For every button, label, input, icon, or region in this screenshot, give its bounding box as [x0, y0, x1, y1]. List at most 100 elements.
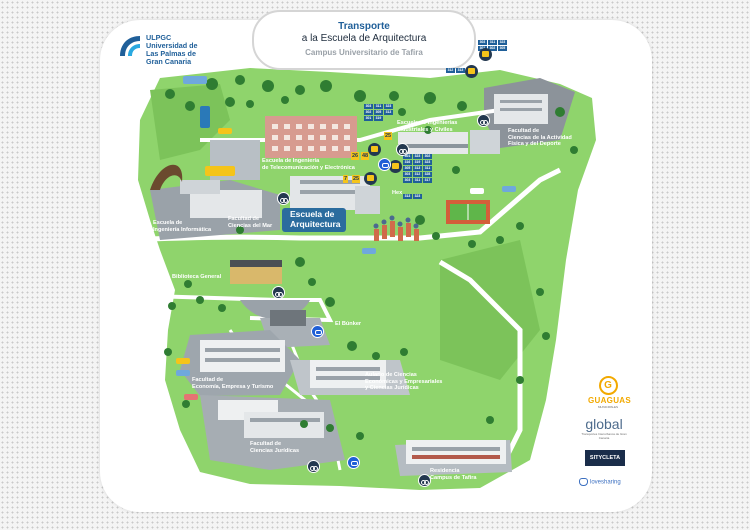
bike-station-icon[interactable] — [277, 192, 290, 205]
map-title: Transporte — [338, 21, 390, 32]
arquitectura-highlight — [282, 208, 346, 232]
bus-lines-center-bottom: 313 323 — [403, 194, 422, 199]
label-line: Ciencias Jurídicas — [250, 447, 300, 454]
guaguas-logo: G GUAGUAS MUNICIPALES — [588, 376, 631, 409]
guaguas-name: GUAGUAS — [588, 396, 631, 405]
label-line: Facultad de — [228, 216, 260, 222]
bus-line-badge-26: 26 — [351, 152, 360, 160]
bus-stop-icon[interactable] — [368, 143, 381, 156]
label-line: Ingeniería Informática — [153, 226, 212, 233]
bus-line-badge-25: 25 — [384, 132, 393, 140]
label-line: Facultad de — [250, 441, 282, 447]
bus-line-badge-48: 48 — [361, 152, 370, 160]
label-line: Facultad de — [192, 377, 224, 383]
bus-line-tag: 319 — [374, 116, 383, 121]
global-sub: Transportes Interurbanos de Gran Canaria — [581, 432, 627, 440]
label-line: Arquitectura — [290, 218, 341, 229]
bike-station-icon[interactable] — [418, 474, 431, 487]
bike-station-icon[interactable] — [477, 114, 490, 127]
bus-line-tag: 323 — [423, 160, 432, 165]
map-title-box: Transporte a la Escuela de Arquitectura … — [252, 10, 476, 70]
bus-line-tag: 303 — [478, 40, 487, 45]
label-ingenieria-informatica[interactable]: Escuela de Ingeniería Informática — [153, 220, 211, 233]
bus-line-tag: 301 — [403, 154, 412, 159]
label-line: Campus de Tafira — [430, 474, 477, 481]
guaguas-sub: MUNICIPALES — [597, 405, 619, 409]
bus-stop-icon[interactable] — [389, 160, 402, 173]
map-subtitle: Campus Universitario de Tafira — [305, 48, 423, 57]
bus-line-tag: 305 — [374, 110, 383, 115]
ulpgc-logo: ULPGC Universidad de Las Palmas de Gran … — [118, 34, 198, 66]
label-ciencias-mar[interactable]: Facultad de Ciencias del Mar — [228, 216, 272, 229]
bus-line-tag: 311 — [374, 104, 383, 109]
bus-line-tag: 328 — [423, 172, 432, 177]
lovesharing-logo: lovesharing — [579, 478, 621, 486]
bus-stop-icon[interactable] — [364, 172, 377, 185]
bus-line-tag: 311 — [423, 166, 432, 171]
bus-line-tag: 312 — [413, 172, 422, 177]
moto-sharing-icon[interactable] — [347, 456, 360, 469]
bus-line-tag: 303 — [403, 172, 412, 177]
lovesharing-heart-icon — [579, 478, 588, 486]
bus-line-tag: 317 — [423, 178, 432, 183]
label-escuela-arquitectura[interactable]: Escuela de Arquitectura — [290, 209, 341, 229]
label-telecomunicacion[interactable]: Escuela de Ingeniería de Telecomunicació… — [262, 158, 355, 171]
moto-sharing-icon[interactable] — [311, 325, 324, 338]
ulpgc-emblem-icon — [120, 36, 140, 56]
ulpgc-name-line2: Las Palmas de — [146, 49, 196, 58]
bike-station-icon[interactable] — [396, 143, 409, 156]
label-facultad-economia[interactable]: Facultad de Economía, Empresa y Turismo — [192, 377, 273, 390]
global-name: global — [585, 416, 623, 432]
label-residencia[interactable]: Residencia Campus de Tafira — [430, 468, 477, 481]
ulpgc-name: ULPGC Universidad de Las Palmas de Gran … — [146, 34, 198, 66]
bus-line-tag: 313 — [456, 68, 465, 73]
bus-line-tag: 312 — [446, 68, 455, 73]
bus-line-tag: 302 — [423, 154, 432, 159]
bus-line-tag: 316 — [403, 160, 412, 165]
bus-stop-icon[interactable] — [479, 48, 492, 61]
label-line: Economía, Empresa y Turismo — [192, 383, 274, 390]
bus-stop-icon[interactable] — [465, 65, 478, 78]
bus-line-tag: 311 — [413, 178, 422, 183]
sitycleta-logo: SITYCLETA — [585, 450, 625, 466]
bus-line-tag: 323 — [498, 40, 507, 45]
bus-line-tag: 323 — [413, 194, 422, 199]
label-biblioteca-general[interactable]: Biblioteca General — [172, 274, 222, 280]
guaguas-g-icon: G — [598, 376, 618, 395]
bus-line-badge-7: 7 — [343, 175, 349, 183]
label-line: Ciencias del Mar — [228, 222, 273, 229]
bike-station-icon[interactable] — [307, 460, 320, 473]
bus-line-tag: 305 — [403, 166, 412, 171]
label-actividad-fisica[interactable]: Facultad de Ciencias de la Actividad Fís… — [508, 128, 572, 148]
label-line: Facultad de — [508, 128, 540, 134]
bus-line-tag: 313 — [384, 110, 393, 115]
label-ciencias-juridicas[interactable]: Facultad de Ciencias Jurídicas — [250, 441, 299, 454]
bike-station-icon[interactable] — [272, 286, 285, 299]
label-line: Industriales y Civiles — [397, 126, 453, 133]
label-line: Económicas y Empresariales — [365, 378, 443, 385]
global-logo: global Transportes Interurbanos de Gran … — [579, 416, 629, 441]
ulpgc-name-line3: Gran Canaria — [146, 57, 192, 66]
map-title-line2: a la Escuela de Arquitectura — [301, 33, 427, 44]
label-line: Escuela de — [153, 220, 183, 226]
bus-line-tag: 319 — [413, 160, 422, 165]
bus-line-tag: 323 — [413, 154, 422, 159]
bus-line-tag: 305 — [498, 46, 507, 51]
label-hex[interactable]: Hex — [392, 190, 403, 196]
moto-sharing-icon[interactable] — [378, 158, 391, 171]
label-ingenierias-industriales[interactable]: Escuela de Ingenierías Industriales y Ci… — [397, 120, 457, 133]
label-line: Escuela de Ingenierías — [397, 120, 458, 126]
bus-line-tag: 311 — [488, 40, 497, 45]
label-line: Escuela de — [290, 209, 335, 219]
bus-lines-center-right: 301 323 302 316 319 323 305 313 311 303 … — [403, 154, 432, 183]
bus-line-tag: 313 — [413, 166, 422, 171]
bus-line-tag: 303 — [364, 104, 373, 109]
label-aulario[interactable]: Aulario de Ciencias Económicas y Empresa… — [365, 372, 442, 392]
bus-line-tag: 302 — [364, 110, 373, 115]
label-el-bunker[interactable]: El Búnker — [335, 321, 362, 327]
bus-line-tag: 323 — [384, 104, 393, 109]
label-line: Residencia — [430, 468, 460, 474]
bus-lines-center-left: 303 311 323 302 305 313 301 319 — [364, 104, 393, 121]
ulpgc-name-line1: Universidad de — [146, 41, 198, 50]
